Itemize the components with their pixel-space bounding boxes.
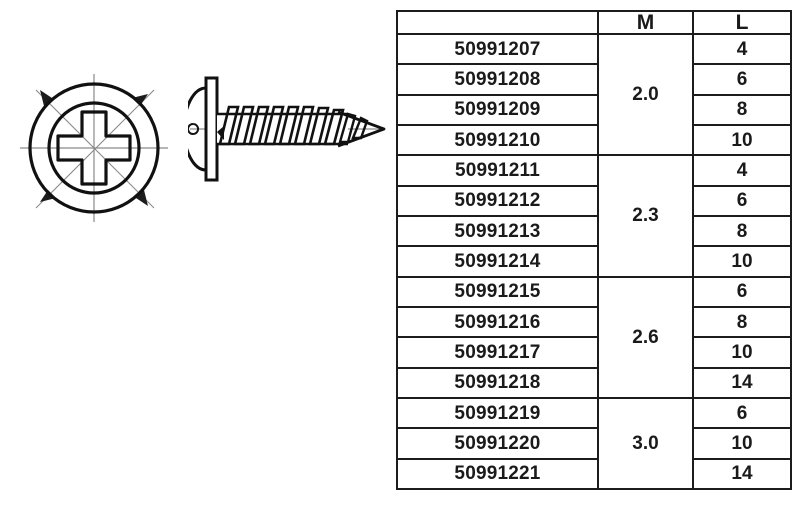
part-number-cell: 50991216: [396, 305, 599, 339]
arrowhead-top-left: [40, 90, 52, 106]
table-header-row: M L: [396, 10, 792, 35]
outer-flange-circle: [28, 82, 160, 214]
technical-drawing-area: [0, 0, 396, 516]
part-number-cell: 50991211: [396, 154, 599, 187]
part-number-cell: 50991221: [396, 457, 599, 491]
table-row: 50991221 14: [396, 457, 792, 491]
header-part-number: [396, 10, 599, 35]
part-number-cell: 50991218: [396, 366, 599, 399]
point-thread-turn: [351, 116, 369, 140]
m-value-cell: 2.6: [597, 275, 694, 399]
part-number-cell: 50991210: [396, 123, 599, 157]
arrowhead-top-right: [132, 94, 148, 106]
l-value-cell: 8: [692, 93, 792, 126]
thread-turn: [218, 105, 240, 146]
l-value-cell: 4: [692, 32, 792, 66]
thread-turn: [263, 105, 285, 146]
part-number-cell: 50991213: [396, 214, 599, 248]
l-value-cell: 10: [692, 245, 792, 278]
thread-start-notch: [217, 126, 224, 140]
header-m: M: [597, 10, 694, 35]
part-number-cell: 50991217: [396, 336, 599, 369]
l-value-cell: 8: [692, 214, 792, 248]
table-row: 50991218 14: [396, 366, 792, 399]
table-row: 50991216 8: [396, 305, 792, 339]
l-value-cell: 6: [692, 63, 792, 96]
thread-turn: [323, 108, 345, 146]
thread-turn: [278, 105, 300, 146]
button-head-dome: [188, 86, 207, 172]
header-l: L: [692, 10, 792, 35]
thread-turn: [233, 105, 255, 146]
point-thread-group: [338, 112, 369, 144]
inner-head-circle: [47, 101, 141, 195]
diagonal-leader-b: [35, 89, 155, 209]
thread-turn: [308, 106, 330, 146]
table-row: 50991219 3.0 6: [396, 396, 792, 491]
parts-table-body: 50991207 2.0 4 50991208 6 50991209 8 509…: [396, 32, 792, 491]
arrowhead-bottom-right: [136, 190, 148, 206]
part-number-cell: 50991208: [396, 63, 599, 96]
flange-washer-plate: [204, 76, 219, 182]
table-row: 50991209 8: [396, 93, 792, 126]
l-value-cell: 10: [692, 123, 792, 157]
part-number-cell: 50991207: [396, 32, 599, 66]
dimension-leader-lines: [35, 89, 155, 209]
screw-head-top-view-svg: [20, 74, 168, 222]
arrowhead-bottom-left: [40, 190, 56, 202]
part-number-cell: 50991209: [396, 93, 599, 126]
l-value-cell: 6: [692, 184, 792, 217]
screw-side-view: [188, 74, 388, 184]
table-row: 50991211 2.3 4: [396, 154, 792, 278]
l-value-cell: 6: [692, 275, 792, 308]
l-value-cell: 8: [692, 305, 792, 339]
parts-table-container: M L 50991207 2.0 4 50991208 6 50991209 8…: [396, 10, 792, 491]
table-row: 50991214 10: [396, 245, 792, 278]
thread-turn: [248, 105, 270, 146]
l-value-cell: 4: [692, 154, 792, 187]
part-number-cell: 50991219: [396, 396, 599, 430]
screw-side-view-svg: [188, 76, 386, 182]
l-value-cell: 14: [692, 366, 792, 399]
table-row: 50991210 10: [396, 123, 792, 157]
part-number-cell: 50991215: [396, 275, 599, 308]
parts-table-head: M L: [396, 10, 792, 35]
thread-turn: [293, 105, 315, 146]
m-value-cell: 3.0: [597, 396, 694, 491]
table-row: 50991215 2.6 6: [396, 275, 792, 399]
table-row: 50991213 8: [396, 214, 792, 248]
thread-profile-group: [218, 105, 345, 146]
parts-table: M L 50991207 2.0 4 50991208 6 50991209 8…: [396, 10, 792, 491]
table-row: 50991217 10: [396, 336, 792, 369]
table-row: 50991208 6: [396, 63, 792, 96]
part-number-cell: 50991220: [396, 427, 599, 460]
part-number-cell: 50991212: [396, 184, 599, 217]
l-value-cell: 14: [692, 457, 792, 491]
table-row: 50991220 10: [396, 427, 792, 460]
l-value-cell: 10: [692, 336, 792, 369]
screw-head-top-view: [14, 68, 174, 228]
dimension-arrowheads: [40, 90, 148, 206]
l-value-cell: 10: [692, 427, 792, 460]
table-row: 50991212 6: [396, 184, 792, 217]
table-row: 50991207 2.0 4: [396, 32, 792, 157]
m-value-cell: 2.0: [597, 32, 694, 157]
head-recess-mark: [188, 123, 200, 135]
point-thread-turn: [338, 112, 357, 144]
pozidriv-cross-recess: [56, 110, 132, 186]
m-value-cell: 2.3: [597, 154, 694, 278]
l-value-cell: 6: [692, 396, 792, 430]
part-number-cell: 50991214: [396, 245, 599, 278]
